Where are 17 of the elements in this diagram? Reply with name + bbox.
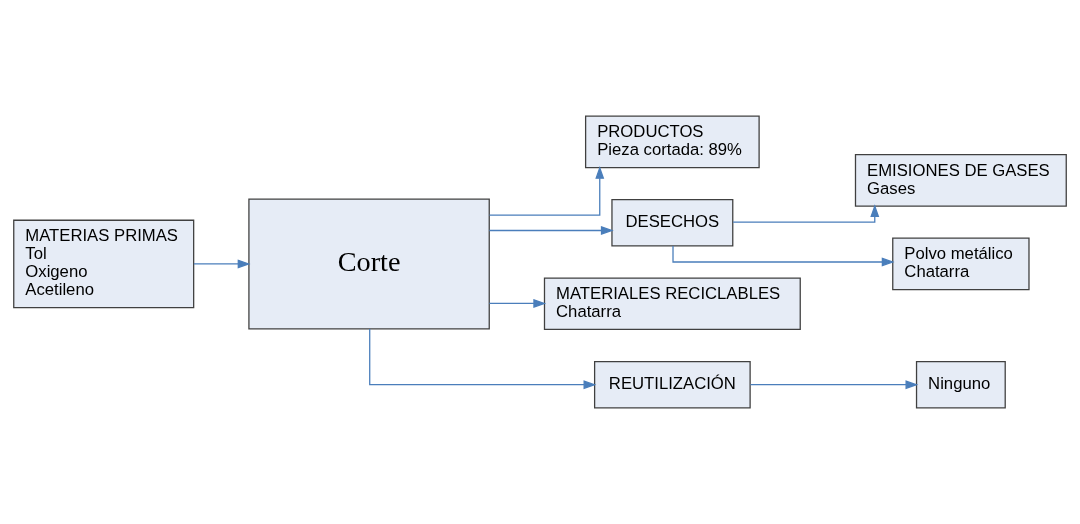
arrow	[732, 204, 880, 223]
node-box: MATERIALES RECICLABLES Chatarra	[543, 277, 801, 331]
node-box: Polvo metálico Chatarra	[892, 237, 1030, 291]
arrow	[488, 298, 547, 308]
node-box: Corte	[248, 198, 490, 330]
node-box: DESECHOS	[611, 199, 734, 247]
arrow	[488, 226, 614, 235]
node-box: PRODUCTOS Pieza cortada: 89%	[584, 115, 760, 169]
arrow	[749, 380, 919, 390]
node-box: Ninguno	[915, 360, 1006, 409]
arrow	[672, 245, 895, 267]
arrow	[193, 259, 251, 269]
node-box: REUTILIZACIÓN	[593, 360, 751, 409]
node-box: EMISIONES DE GASES Gases	[854, 154, 1067, 207]
node-box: MATERIAS PRIMAS Tol Oxigeno Acetileno	[13, 219, 195, 309]
arrow	[488, 165, 605, 216]
arrow	[369, 328, 597, 390]
